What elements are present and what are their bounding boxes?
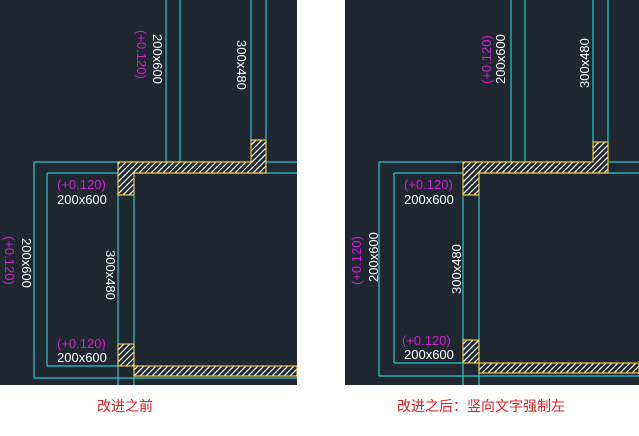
before-drawing: 200x600 (+0.120) 300x480 (+0.120) 200x60… [0, 0, 297, 385]
after-drawing-panel: (+0.120) 200x600 300x480 (+0.120) 200x60… [345, 0, 639, 385]
beam-elevation-label: (+0.120) [349, 236, 364, 285]
wall-segment [117, 139, 267, 196]
wall-segment [133, 365, 297, 377]
beam-size-label: 300x480 [234, 40, 249, 90]
after-caption: 改进之后：竖向文字强制左 [397, 399, 565, 415]
beam-elevation-label: (+0.120) [57, 336, 106, 351]
beam-elevation-label: (+0.120) [402, 333, 451, 348]
beam-elevation-label: (+0.120) [2, 236, 17, 285]
beam-size-label: 200x600 [404, 192, 454, 207]
beam-size-label: 200x600 [150, 34, 165, 84]
beam-size-label: 200x600 [404, 347, 454, 362]
after-drawing: (+0.120) 200x600 300x480 (+0.120) 200x60… [345, 0, 639, 385]
beam-elevation-label: (+0.120) [57, 177, 106, 192]
beam-size-label: 200x600 [19, 238, 34, 288]
wall-segment [478, 362, 639, 374]
hatched-walls [462, 141, 639, 374]
beam-size-label: 200x600 [57, 192, 107, 207]
drawing-background [0, 0, 297, 385]
wall-segment [462, 141, 609, 196]
before-drawing-panel: 200x600 (+0.120) 300x480 (+0.120) 200x60… [0, 0, 297, 385]
wall-segment [117, 343, 135, 367]
beam-size-label: 200x600 [366, 232, 381, 282]
beam-size-label: 200x600 [57, 350, 107, 365]
before-caption: 改进之前 [97, 399, 153, 415]
beam-elevation-label: (+0.120) [404, 177, 453, 192]
wall-segment [462, 339, 480, 364]
beam-size-label: 200x600 [493, 34, 508, 84]
beam-size-label: 300x480 [577, 38, 592, 88]
beam-size-label: 300x480 [449, 244, 464, 294]
beam-size-label: 300x480 [103, 250, 118, 300]
beam-elevation-label: (+0.120) [134, 30, 149, 79]
beam-elevation-label: (+0.120) [479, 35, 494, 84]
hatched-walls [117, 139, 297, 377]
